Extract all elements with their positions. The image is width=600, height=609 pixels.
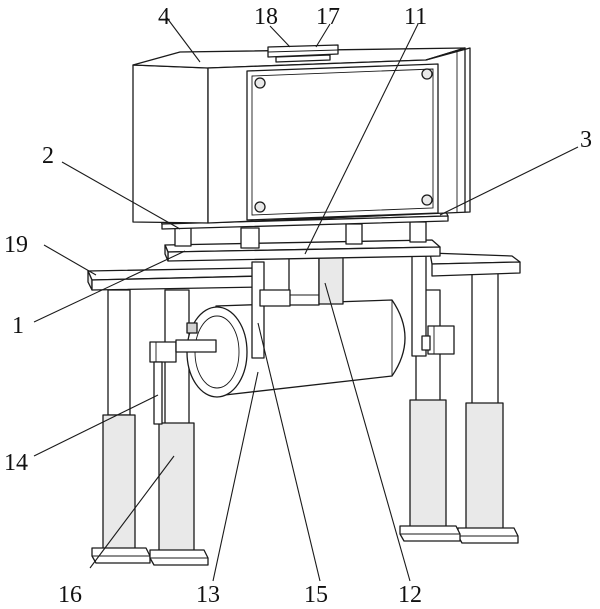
- leader-4: [166, 17, 201, 63]
- leg-left-back-lower: [102, 414, 136, 551]
- horizontal-cylinder: [186, 299, 406, 398]
- platform-right-front: [431, 261, 521, 277]
- foot-pad-left-front: [149, 549, 209, 566]
- leader-12: [324, 282, 411, 582]
- top-inlet: [267, 44, 339, 63]
- foot-pad-left-back: [91, 547, 151, 564]
- clamp-arm-left: [175, 339, 217, 353]
- box-left-face: [132, 64, 209, 224]
- leader-2: [61, 161, 181, 230]
- block-2: [240, 227, 260, 249]
- mounting-plate-front: [161, 215, 449, 230]
- base-plate: [164, 239, 441, 262]
- label-2: 2: [42, 143, 54, 169]
- label-15: 15: [304, 582, 328, 608]
- bolt-left: [186, 322, 198, 334]
- leader-18: [269, 25, 291, 48]
- leader-14: [33, 394, 159, 457]
- block-4: [409, 221, 427, 243]
- clamp-14: [149, 341, 177, 363]
- cover-plate-outer: [246, 63, 439, 221]
- bolt-bottom-right: [421, 194, 433, 206]
- leg-left-back-upper: [107, 289, 131, 416]
- clamp-right: [427, 325, 455, 355]
- label-1: 1: [12, 313, 24, 339]
- label-11: 11: [404, 4, 427, 30]
- leader-13: [212, 371, 259, 582]
- clamp-right-link: [421, 335, 431, 351]
- part-labels: 4 18 17 11 2 3 19 1 14 16 13 15 12: [4, 4, 592, 608]
- leader-19: [43, 244, 97, 276]
- label-19: 19: [4, 232, 28, 258]
- label-16: 16: [58, 582, 82, 608]
- leader-lines: [33, 17, 579, 582]
- foot-pad-right-front: [399, 525, 461, 542]
- hydraulic-rod-12: [318, 253, 344, 305]
- label-3: 3: [580, 127, 592, 153]
- bolt-top-left: [254, 77, 266, 89]
- leg-right-front-lower: [409, 399, 447, 529]
- label-14: 14: [4, 450, 28, 476]
- inlet-collar: [275, 54, 331, 63]
- label-12: 12: [398, 582, 422, 608]
- leader-3: [439, 146, 579, 216]
- label-4: 4: [158, 4, 170, 30]
- cylinder-mount: [259, 289, 291, 307]
- leader-17: [315, 23, 331, 48]
- leg-right-back-lower: [465, 402, 504, 532]
- leader-11: [304, 23, 419, 255]
- leader-15: [257, 322, 321, 582]
- side-platform-right: [429, 252, 521, 277]
- side-platform-left: [87, 267, 263, 291]
- brackets: [149, 322, 455, 425]
- support-blocks: [174, 221, 427, 249]
- block-3: [345, 223, 363, 245]
- foot-pad-right-back: [457, 527, 519, 544]
- rod-15: [251, 261, 265, 359]
- label-18: 18: [254, 4, 278, 30]
- label-17: 17: [316, 4, 340, 30]
- leader-1: [33, 250, 186, 323]
- leg-left-front-lower: [158, 422, 195, 552]
- bolt-top-right: [421, 68, 433, 80]
- left-legs: [91, 289, 209, 566]
- label-13: 13: [196, 582, 220, 608]
- leader-16: [89, 455, 175, 569]
- cover-plate: [246, 63, 439, 221]
- bolt-bottom-left: [254, 201, 266, 213]
- leg-right-back-upper: [471, 269, 499, 406]
- bracket-14: [153, 361, 163, 425]
